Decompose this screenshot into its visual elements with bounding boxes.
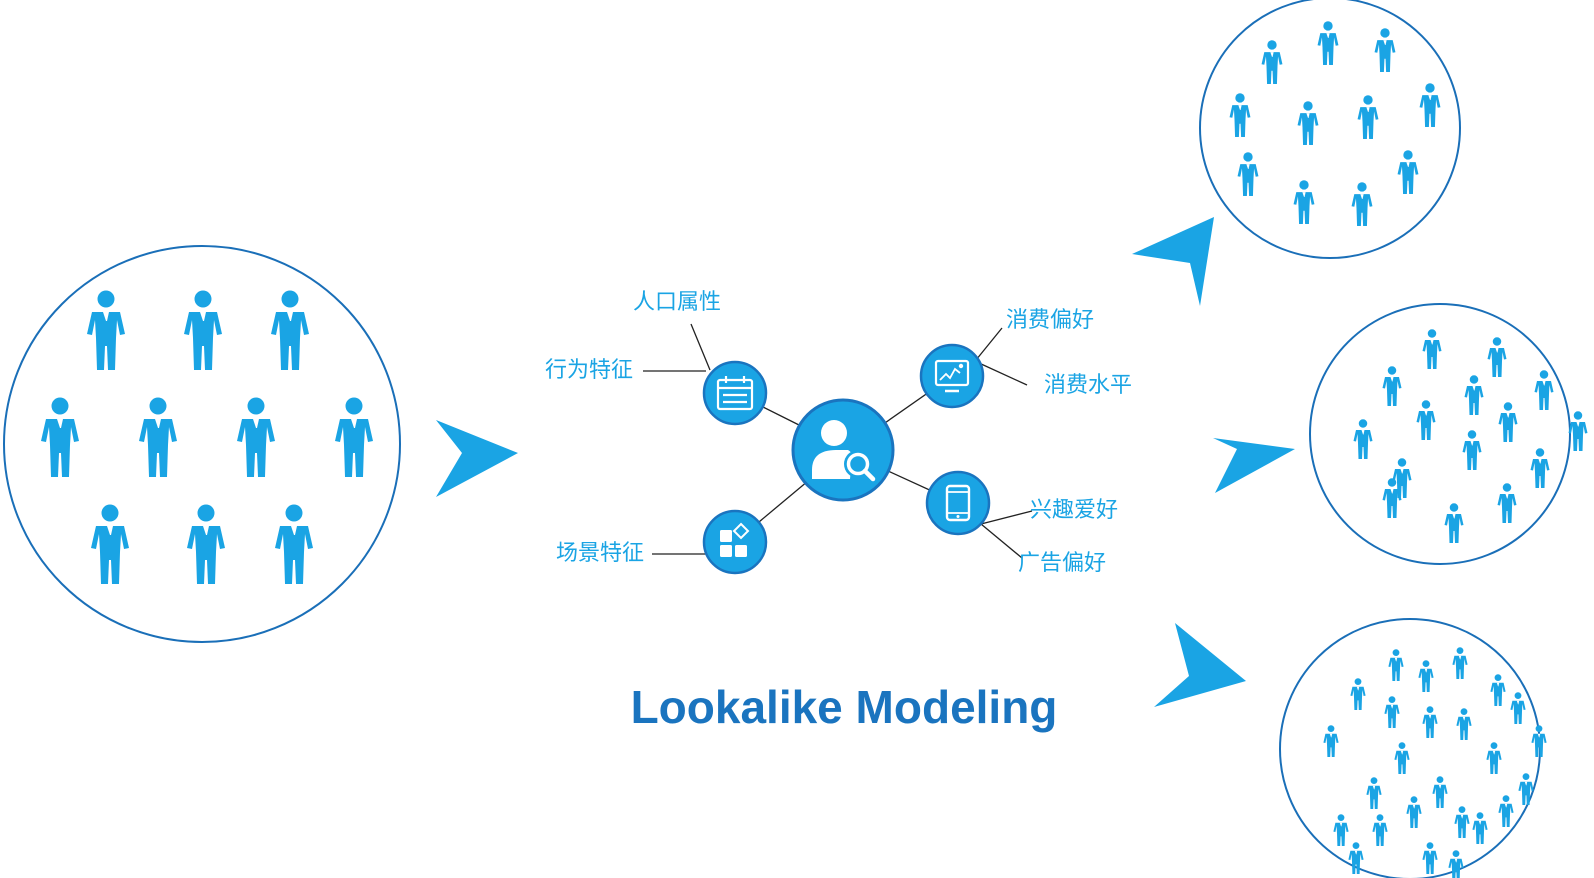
lookalike-audience-circle-2 [1309, 303, 1571, 565]
seed-person-icon [139, 397, 177, 477]
feature-label-consumption-level: 消费水平 [1044, 373, 1133, 398]
arrow-to-output-2 [1213, 438, 1295, 493]
lookalike-person-icon [1229, 93, 1251, 137]
lookalike-person-icon [1323, 725, 1339, 757]
seed-person-icon [271, 290, 309, 370]
node-apps [702, 509, 768, 575]
seed-person-icon [335, 397, 373, 477]
lookalike-person-icon [1416, 400, 1436, 440]
lookalike-person-icon [1422, 706, 1438, 738]
lookalike-person-icon [1432, 776, 1448, 808]
diagram-title: Lookalike Modeling [630, 681, 1058, 733]
feature-label-scenario: 场景特征 [556, 541, 645, 566]
lookalike-person-icon [1422, 842, 1438, 874]
seed-person-icon [187, 504, 225, 584]
arrow-to-output-3 [1154, 623, 1246, 707]
lookalike-person-icon [1366, 777, 1382, 809]
lookalike-person-icon [1422, 329, 1442, 369]
lookalike-person-icon [1497, 483, 1517, 523]
lookalike-person-icon [1406, 796, 1422, 828]
lookalike-person-icon [1317, 21, 1339, 65]
lookalike-person-icon [1454, 806, 1470, 838]
lookalike-person-icon [1418, 660, 1434, 692]
lookalike-person-icon [1237, 152, 1259, 196]
lookalike-person-icon [1518, 773, 1534, 805]
seed-person-icon [237, 397, 275, 477]
lookalike-person-icon [1490, 674, 1506, 706]
feature-label-ad-preference: 广告偏好 [1018, 551, 1107, 576]
seed-person-icon [184, 290, 222, 370]
lookalike-person-icon [1534, 370, 1554, 410]
lookalike-people-2 [1353, 329, 1588, 543]
lookalike-person-icon [1487, 337, 1507, 377]
seed-person-icon [91, 504, 129, 584]
lookalike-person-icon [1350, 678, 1366, 710]
lookalike-person-icon [1419, 83, 1441, 127]
lookalike-audience-circle-1 [1199, 0, 1461, 259]
lookalike-person-icon [1261, 40, 1283, 84]
lookalike-person-icon [1384, 696, 1400, 728]
lookalike-person-icon [1382, 366, 1402, 406]
lookalike-person-icon [1456, 708, 1472, 740]
lookalike-person-icon [1372, 814, 1388, 846]
lookalike-person-icon [1452, 647, 1468, 679]
lookalike-person-icon [1353, 419, 1373, 459]
lookalike-people-1 [1229, 21, 1441, 226]
feature-label-interests: 兴趣爱好 [1030, 498, 1119, 523]
lookalike-audience-circle-3 [1279, 618, 1541, 878]
seed-people [41, 290, 373, 584]
feature-label-consumption-preference: 消费偏好 [1006, 308, 1095, 333]
seed-person-icon [87, 290, 125, 370]
lookalike-person-icon [1293, 180, 1315, 224]
seed-person-icon [275, 504, 313, 584]
smartphone-icon [945, 484, 971, 522]
monitor-chart-icon [934, 359, 970, 393]
lookalike-person-icon [1448, 850, 1464, 878]
lookalike-person-icon [1374, 28, 1396, 72]
lookalike-person-icon [1510, 692, 1526, 724]
lookalike-person-icon [1568, 411, 1588, 451]
node-calendar [702, 360, 768, 426]
center-node [791, 398, 895, 502]
seed-audience-circle [3, 245, 401, 643]
lookalike-people-3 [1323, 647, 1547, 878]
arrow-to-model [436, 420, 518, 497]
calendar-icon [716, 376, 754, 411]
lookalike-person-icon [1486, 742, 1502, 774]
apps-icon [720, 522, 750, 557]
lookalike-person-icon [1472, 812, 1488, 844]
seed-person-icon [41, 397, 79, 477]
lookalike-person-icon [1357, 95, 1379, 139]
lookalike-person-icon [1464, 375, 1484, 415]
lookalike-person-icon [1444, 503, 1464, 543]
lookalike-person-icon [1462, 430, 1482, 470]
node-monitor [919, 343, 985, 409]
lookalike-person-icon [1388, 649, 1404, 681]
node-smartphone [925, 470, 991, 536]
feature-label-demographics: 人口属性 [633, 290, 722, 315]
feature-label-behavior: 行为特征 [545, 358, 634, 383]
arrow-to-output-1 [1132, 217, 1214, 306]
lookalike-person-icon [1333, 814, 1349, 846]
lookalike-person-icon [1530, 448, 1550, 488]
lookalike-person-icon [1297, 101, 1319, 145]
lookalike-person-icon [1498, 402, 1518, 442]
lookalike-person-icon [1498, 795, 1514, 827]
lookalike-person-icon [1397, 150, 1419, 194]
lookalike-person-icon [1351, 182, 1373, 226]
lookalike-person-icon [1394, 742, 1410, 774]
user-search-icon [812, 420, 876, 482]
